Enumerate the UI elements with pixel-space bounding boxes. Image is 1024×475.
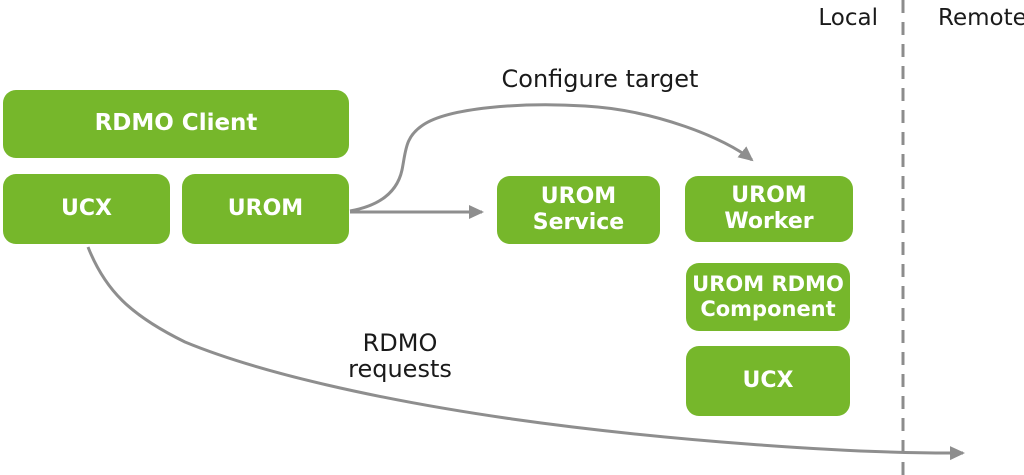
remote-region-label: Remote (938, 5, 1024, 31)
node-rdmo-client-label: RDMO Client (94, 110, 258, 137)
node-ucx-remote: UCX (686, 346, 850, 416)
node-urom: UROM (182, 174, 349, 244)
node-urom-worker: UROM Worker (685, 176, 853, 242)
node-urom-service: UROM Service (497, 176, 660, 244)
node-urom-worker-label-line2: Worker (724, 209, 814, 234)
node-urom-worker-label-line1: UROM (731, 182, 807, 208)
node-urom-service-label-line2: Service (532, 210, 625, 235)
local-region-label: Local (818, 5, 878, 31)
node-urom-label: UROM (227, 195, 304, 221)
node-ucx-local: UCX (3, 174, 170, 244)
node-ucx-remote-label: UCX (742, 367, 794, 393)
node-ucx-local-label: UCX (61, 195, 112, 221)
node-urom-service-label-line1: UROM (540, 183, 617, 209)
rdmo-requests-label-line2: requests (348, 355, 452, 384)
rdmo-requests-label: RDMO requests (320, 330, 480, 383)
node-urom-rdmo-component-label-line2: Component (700, 297, 836, 321)
configure-target-label: Configure target (501, 65, 699, 93)
node-rdmo-client: RDMO Client (3, 90, 349, 158)
node-urom-rdmo-component-label-line1: UROM RDMO (692, 271, 844, 296)
configure-target-arrow (349, 103, 754, 213)
rdmo-requests-arrow (86, 246, 965, 461)
rdmo-requests-label-line1: RDMO (362, 329, 438, 357)
node-urom-rdmo-component: UROM RDMO Component (686, 263, 850, 331)
